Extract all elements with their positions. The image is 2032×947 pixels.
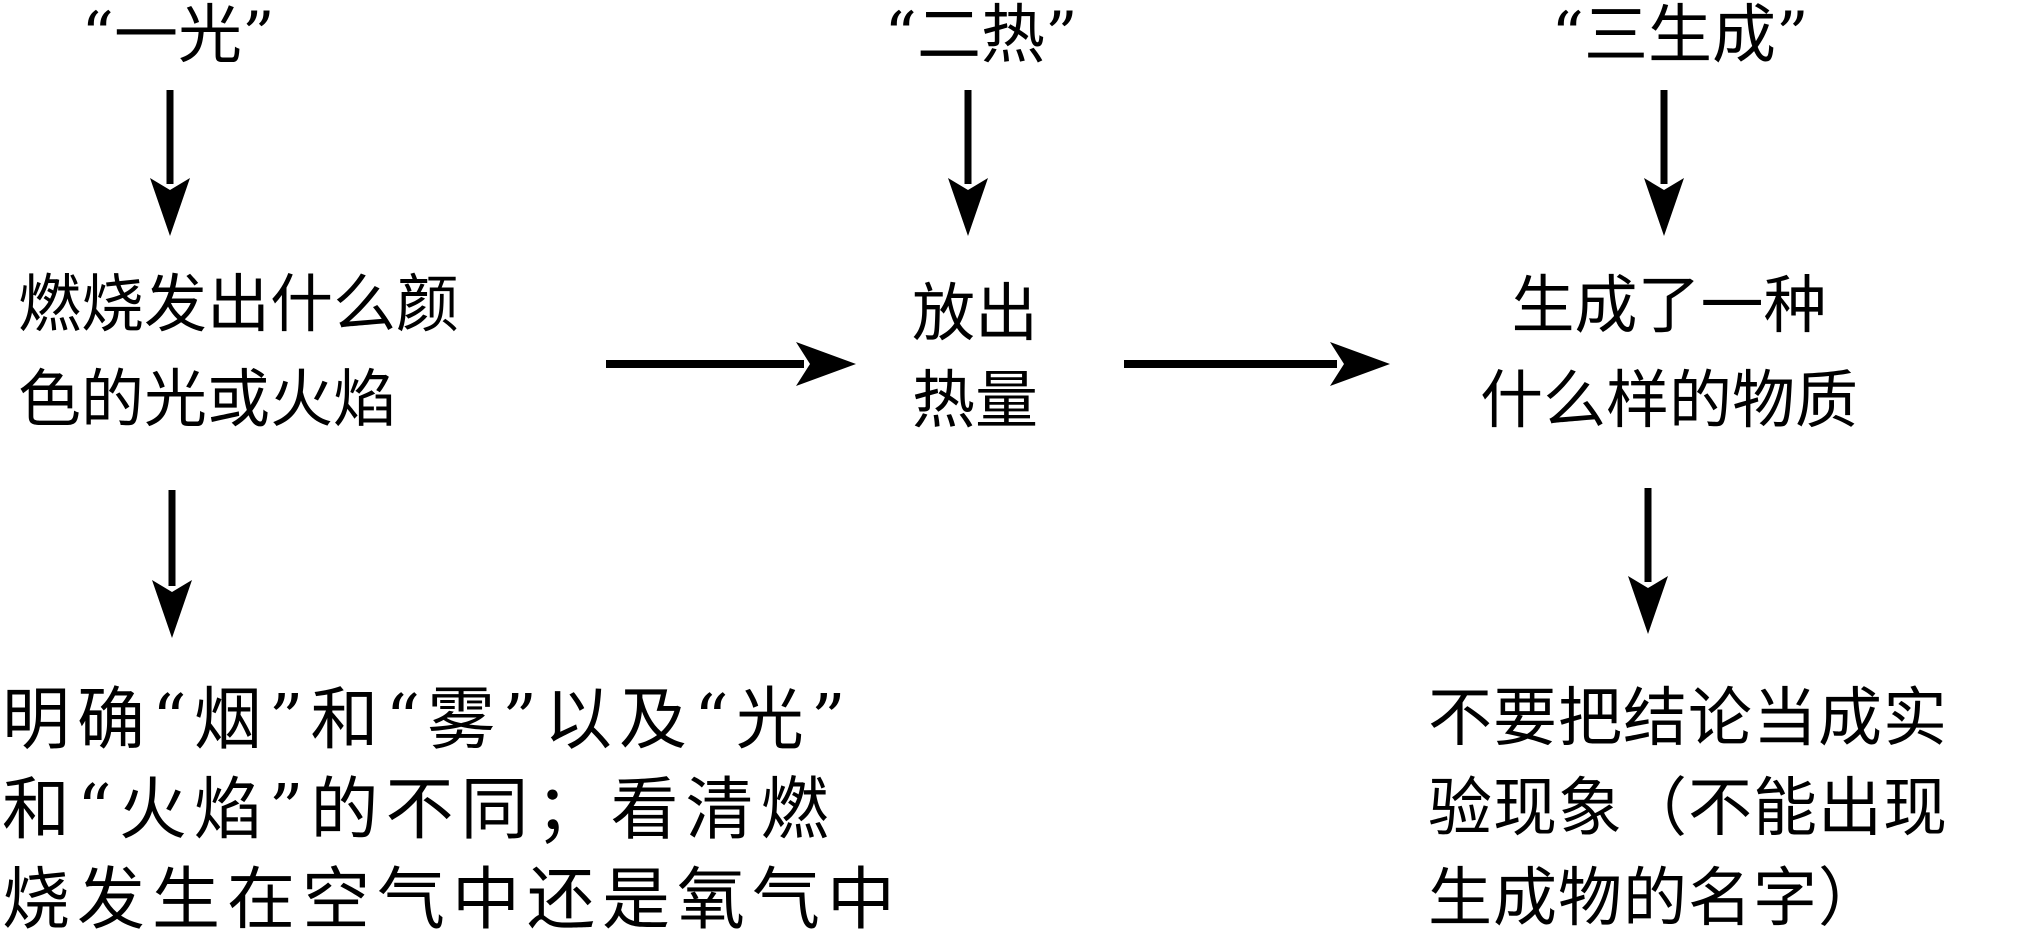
- box-line: 什么样的物质: [1480, 364, 1858, 437]
- note-line: 烧发生在空气中还是氧气中: [2, 861, 903, 940]
- box-line: 色的光或火焰: [18, 363, 396, 436]
- note-line: 明确“烟”和“雾”以及“光”: [2, 681, 853, 760]
- column-product-note: 不要把结论当成实 验现象（不能出现 生成物的名字）: [1428, 674, 1948, 944]
- arrow-down-icon: [152, 490, 192, 638]
- column-product-title: “三生成”: [1551, 0, 1809, 73]
- arrow-down-icon: [150, 90, 190, 236]
- box-line: 热量: [912, 364, 1038, 437]
- column-heat-box: 放出 热量: [845, 270, 1105, 444]
- arrow-down-icon: [1628, 488, 1668, 634]
- arrow-right-icon: [606, 342, 856, 386]
- arrow-down-icon: [1644, 90, 1684, 236]
- note-line: 验现象（不能出现: [1428, 772, 1948, 846]
- arrow-down-icon: [948, 90, 988, 236]
- box-line: 生成了一种: [1511, 269, 1827, 342]
- column-light-note: 明确“烟”和“雾”以及“光” 和“火焰”的不同；看清燃 烧发生在空气中还是氧气中: [2, 676, 902, 946]
- arrow-right-icon: [1124, 342, 1390, 386]
- column-product-box: 生成了一种 什么样的物质: [1419, 258, 1919, 448]
- column-light-title: “一光”: [81, 0, 275, 73]
- note-line: 不要把结论当成实: [1428, 682, 1948, 756]
- column-heat-title: “二热”: [884, 0, 1078, 73]
- box-line: 放出: [912, 277, 1038, 350]
- column-light-box: 燃烧发出什么颜 色的光或火焰: [18, 257, 459, 447]
- note-line: 生成物的名字）: [1428, 862, 1883, 936]
- note-line: 和“火焰”的不同；看清燃: [2, 771, 836, 850]
- box-line: 燃烧发出什么颜: [18, 268, 459, 341]
